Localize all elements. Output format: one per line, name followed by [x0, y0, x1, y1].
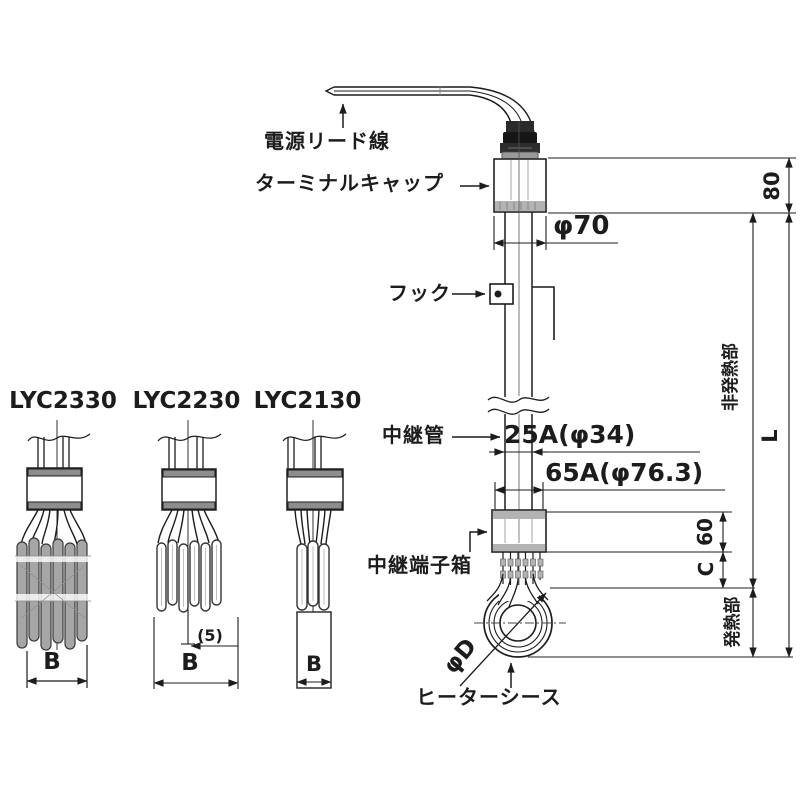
cable-gland-drawing	[500, 121, 540, 160]
dim-relay-pipe-size: 25A(φ34)	[504, 420, 636, 449]
model-label-lyc2330: LYC2330	[9, 387, 117, 414]
callout-relay-terminal-box: 中継端子箱	[367, 553, 472, 577]
model-label-lyc2230: LYC2230	[132, 387, 241, 414]
dim-b-lyc2330: B	[43, 649, 61, 676]
dim-b-lyc2230: B	[181, 650, 199, 677]
model-figure-lyc2230	[153, 420, 239, 689]
break-symbol	[487, 396, 550, 415]
relay-pipe-drawing	[504, 121, 533, 588]
heater-loop-drawing	[459, 573, 566, 687]
callout-leaders	[339, 103, 515, 688]
dim-cap-diameter: φ70	[553, 211, 610, 241]
dimension-lines	[489, 157, 796, 658]
callout-hook: フック	[388, 281, 451, 305]
dim-overall-length: L	[758, 429, 783, 443]
element-leads-drawing	[500, 552, 544, 590]
callout-relay-pipe: 中継管	[382, 423, 445, 447]
dim-c: C	[694, 561, 718, 577]
callout-heater-sheath: ヒーターシース	[416, 685, 562, 709]
model-label-lyc2130: LYC2130	[253, 387, 362, 414]
model-figure-lyc2130	[282, 420, 347, 689]
dim-non-heating-section: 非発熱部	[720, 343, 741, 411]
dim-lower-pipe-size: 65A(φ76.3)	[545, 458, 704, 487]
dim-b-lyc2130: B	[305, 652, 322, 677]
model-figure-lyc2330	[15, 420, 91, 688]
terminal-box-drawing	[491, 509, 547, 553]
hook-drawing	[489, 283, 555, 340]
lead-wire-drawing	[324, 86, 535, 134]
callout-power-lead-wire: 電源リード線	[264, 129, 390, 153]
dim-cap-height: 80	[760, 171, 785, 201]
dim-terminal-box-height: 60	[693, 518, 717, 546]
terminal-cap-drawing	[493, 158, 547, 213]
callout-terminal-cap: ターミナルキャップ	[255, 171, 444, 195]
dim-heating-section: 発熱部	[722, 596, 743, 648]
dim-offset-5: (5)	[197, 626, 223, 646]
